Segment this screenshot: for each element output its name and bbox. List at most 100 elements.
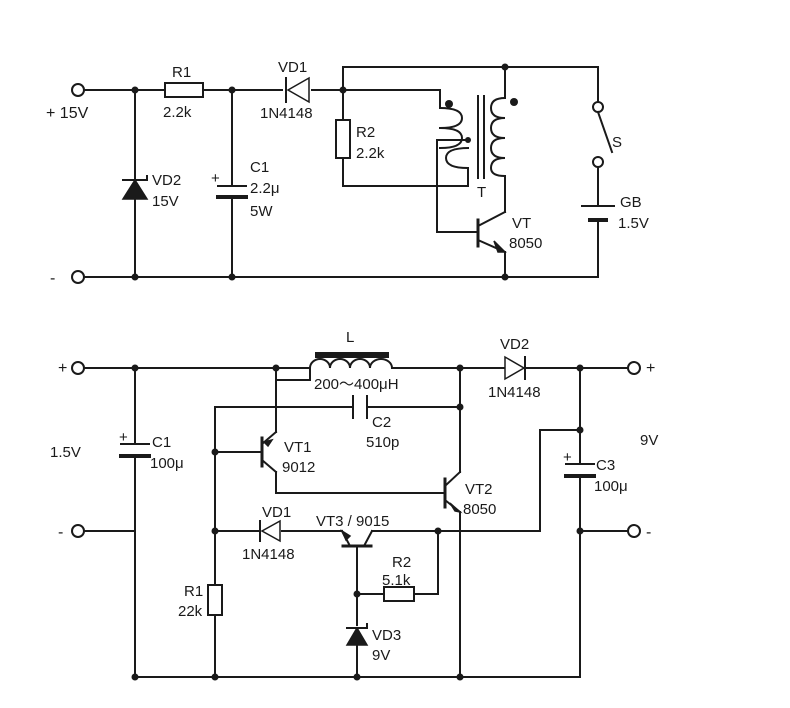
top-battery (581, 205, 615, 222)
junction-dot (456, 673, 464, 681)
top-vd2-zener (121, 175, 149, 200)
bottom-c2-capacitor (352, 395, 368, 419)
top-c1-value: 2.2μ (250, 180, 280, 197)
svg-text:+: + (563, 449, 572, 466)
top-input-minus-label: - (50, 270, 55, 287)
junction-dot (501, 273, 509, 281)
bottom-inductor (308, 352, 394, 370)
junction-dot (501, 63, 509, 71)
top-c1-ref: C1 (250, 159, 269, 176)
bottom-vt2-ref: VT2 (465, 481, 493, 498)
junction-dot (211, 673, 219, 681)
junction-dot (131, 86, 139, 94)
bottom-c2-value: 510p (366, 434, 399, 451)
bottom-r1-resistor (207, 584, 223, 616)
bottom-vt2-value: 8050 (463, 501, 496, 518)
bottom-inductor-ref: L (346, 329, 354, 346)
top-vd1-ref: VD1 (278, 59, 307, 76)
top-c1-capacitor: + (211, 170, 248, 199)
top-input-plus-terminal (71, 83, 85, 97)
bottom-vd1-ref: VD1 (262, 504, 291, 521)
top-vt-ref: VT (512, 215, 531, 232)
junction-dot (576, 364, 584, 372)
bottom-c3-value: 100μ (594, 478, 628, 495)
bottom-output-voltage: 9V (640, 432, 658, 449)
top-r2-ref: R2 (356, 124, 375, 141)
bottom-vd3-ref: VD3 (372, 627, 401, 644)
bottom-inductor-value: 200～400μH (314, 376, 399, 393)
bottom-input-voltage: 1.5V (50, 444, 81, 461)
junction-dot (456, 403, 464, 411)
bottom-output-plus-terminal (627, 361, 641, 375)
bottom-c1-capacitor: + (119, 429, 151, 458)
bottom-r2-ref: R2 (392, 554, 411, 571)
bottom-vd1-value: 1N4148 (242, 546, 295, 563)
junction-dot (339, 86, 347, 94)
junction-dot (353, 673, 361, 681)
svg-text:+: + (211, 170, 220, 187)
bottom-vd2-value: 1N4148 (488, 384, 541, 401)
junction-dot (211, 527, 219, 535)
bottom-input-plus-terminal (71, 361, 85, 375)
bottom-vd3-value: 9V (372, 647, 390, 664)
top-r1-ref: R1 (172, 64, 191, 81)
top-r1-value: 2.2k (163, 104, 192, 121)
top-r2-value: 2.2k (356, 145, 385, 162)
top-vt-transistor (476, 210, 507, 254)
junction-dot (576, 527, 584, 535)
junction-dot (434, 527, 442, 535)
bottom-wires (83, 367, 629, 678)
top-switch (592, 101, 614, 168)
bottom-circuit: + + (50, 329, 658, 681)
junction-dot (456, 364, 464, 372)
top-battery-ref: GB (620, 194, 642, 211)
bottom-output-minus-label: - (646, 524, 651, 541)
bottom-c1-ref: C1 (152, 434, 171, 451)
bottom-vd3-zener (345, 623, 369, 646)
junction-dot (131, 273, 139, 281)
top-battery-value: 1.5V (618, 215, 649, 232)
top-circuit: + + 15V - (46, 59, 649, 287)
top-vd2-value: 15V (152, 193, 179, 210)
bottom-r2-value: 5.1k (382, 572, 411, 589)
bottom-vt2-transistor (443, 470, 463, 514)
junction-dot (272, 364, 280, 372)
top-transformer-ref: T (477, 184, 486, 201)
bottom-input-plus-label: + (58, 360, 67, 377)
junction-dot (228, 273, 236, 281)
top-vd1-diode (285, 76, 310, 104)
top-vd2-ref: VD2 (152, 172, 181, 189)
junction-dot (465, 137, 471, 143)
bottom-vd1-diode (259, 519, 281, 543)
junction-dot (131, 673, 139, 681)
junction-dot (211, 448, 219, 456)
svg-text:+: + (119, 429, 128, 446)
top-input-minus-terminal (71, 270, 85, 284)
top-r1-resistor (164, 82, 204, 98)
bottom-c2-ref: C2 (372, 414, 391, 431)
top-input-plus-label: + 15V (46, 105, 89, 122)
top-r2-resistor (335, 119, 351, 159)
top-c1-rating: 5W (250, 203, 273, 220)
bottom-vt1-value: 9012 (282, 459, 315, 476)
bottom-vt3-transistor (340, 529, 374, 548)
bottom-c1-value: 100μ (150, 455, 184, 472)
bottom-vt1-transistor (260, 430, 278, 474)
bottom-c3-capacitor: + (563, 449, 596, 478)
bottom-output-plus-label: + (646, 360, 655, 377)
bottom-vt3-label: VT3 / 9015 (316, 513, 389, 530)
bottom-r2-resistor (383, 586, 415, 602)
top-switch-ref: S (612, 134, 622, 151)
junction-dot (131, 364, 139, 372)
bottom-r1-ref: R1 (184, 583, 203, 600)
bottom-vt1-ref: VT1 (284, 439, 312, 456)
bottom-output-minus-terminal (627, 524, 641, 538)
bottom-input-minus-label: - (58, 524, 63, 541)
bottom-vd2-ref: VD2 (500, 336, 529, 353)
junction-dot (576, 426, 584, 434)
bottom-vd2-diode (504, 355, 526, 381)
top-vt-value: 8050 (509, 235, 542, 252)
bottom-r1-value: 22k (178, 603, 203, 620)
